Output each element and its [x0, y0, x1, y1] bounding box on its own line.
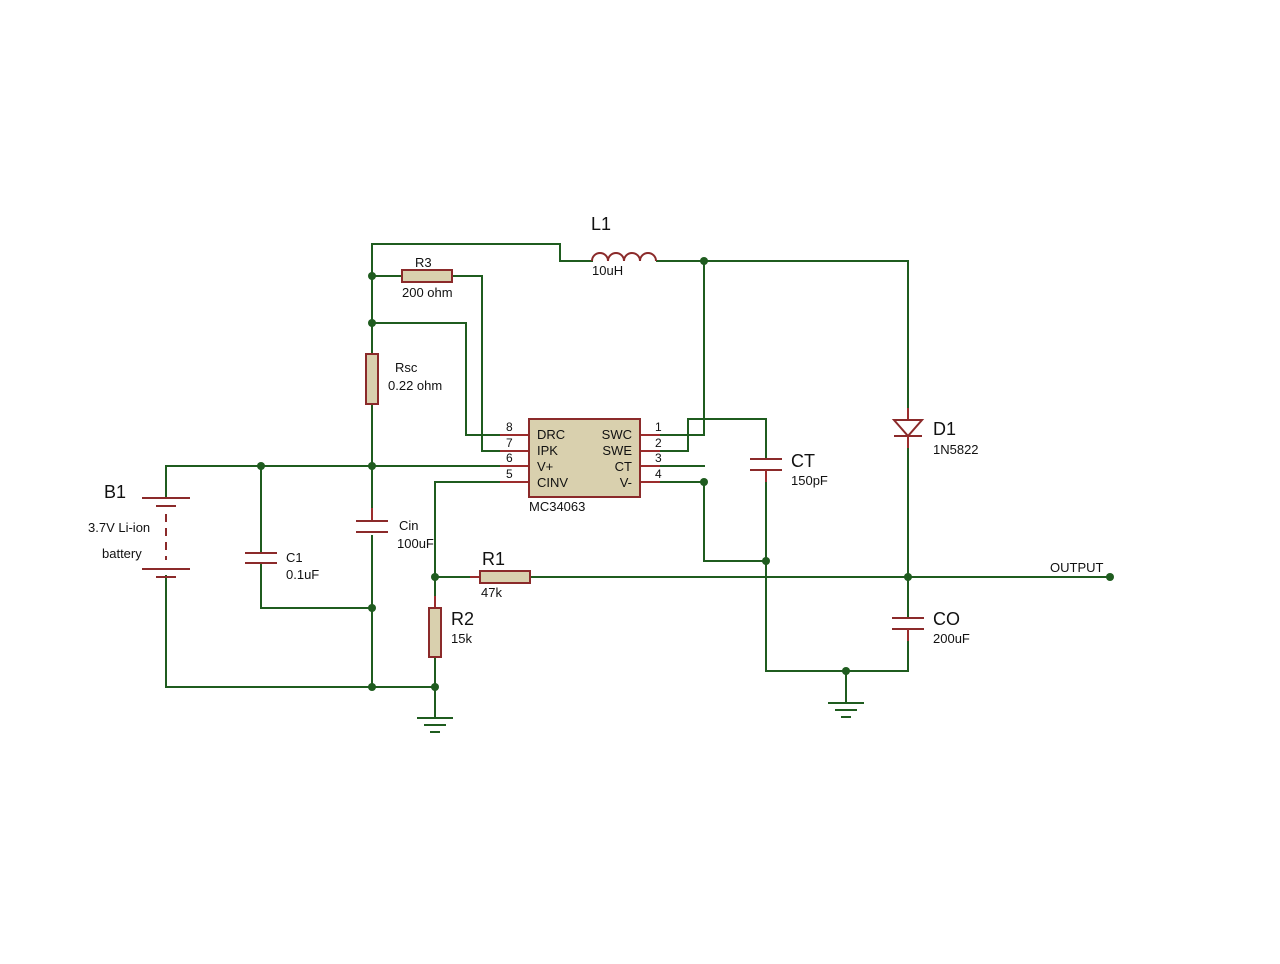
inductor-l1[interactable]: L1 10uH: [591, 214, 657, 278]
ic-pin-number: 6: [506, 451, 513, 465]
capacitor-c1[interactable]: C1 0.1uF: [245, 550, 319, 582]
c1-ref: C1: [286, 550, 303, 565]
junction-dot: [368, 272, 376, 280]
r3-ref: R3: [415, 255, 432, 270]
ic-pin-name: CINV: [537, 475, 568, 490]
cin-ref: Cin: [399, 518, 419, 533]
d1-ref: D1: [933, 419, 956, 439]
junction-dot: [431, 573, 439, 581]
r2-value: 15k: [451, 631, 472, 646]
ic-mc34063[interactable]: 8 7 6 5 DRC IPK V+ CINV 1 2 3 4 SWC SWE …: [500, 418, 662, 514]
ic-pin-number: 8: [506, 420, 513, 434]
junction-dot: [368, 604, 376, 612]
junction-dot: [368, 683, 376, 691]
ct-value: 150pF: [791, 473, 828, 488]
l1-value: 10uH: [592, 263, 623, 278]
junction-dot: [368, 319, 376, 327]
ct-ref: CT: [791, 451, 815, 471]
ic-part-label: MC34063: [529, 499, 585, 514]
ic-pin-number: 4: [655, 467, 662, 481]
ic-pin-number: 3: [655, 451, 662, 465]
co-ref: CO: [933, 609, 960, 629]
battery-b1[interactable]: B1 3.7V Li-ion battery: [88, 482, 190, 578]
junction-dot: [368, 462, 376, 470]
ic-pin-number: 7: [506, 436, 513, 450]
junction-dot: [842, 667, 850, 675]
junctions: [257, 257, 1114, 691]
r2-ref: R2: [451, 609, 474, 629]
cin-value: 100uF: [397, 536, 434, 551]
l1-ref: L1: [591, 214, 611, 234]
r3-value: 200 ohm: [402, 285, 453, 300]
resistor-r3[interactable]: R3 200 ohm: [401, 255, 453, 300]
resistor-r1[interactable]: R1 47k: [470, 549, 531, 600]
b1-value: 3.7V Li-ion: [88, 520, 150, 535]
ground-symbol-right: [828, 702, 864, 718]
r1-value: 47k: [481, 585, 502, 600]
diode-d1[interactable]: D1 1N5822: [891, 408, 979, 457]
junction-dot: [257, 462, 265, 470]
c1-value: 0.1uF: [286, 567, 319, 582]
ic-pin-name: V+: [537, 459, 553, 474]
ic-pin-name: V-: [620, 475, 632, 490]
ic-pin-name: DRC: [537, 427, 565, 442]
capacitor-co[interactable]: CO 200uF: [892, 609, 970, 646]
ic-pin-name: IPK: [537, 443, 558, 458]
output-terminal[interactable]: [1106, 573, 1114, 581]
ic-pin-name: SWE: [602, 443, 632, 458]
junction-dot: [700, 257, 708, 265]
capacitor-cin[interactable]: Cin 100uF: [356, 508, 434, 551]
ic-pin-number: 5: [506, 467, 513, 481]
ic-pin-number: 1: [655, 420, 662, 434]
rsc-value: 0.22 ohm: [388, 378, 442, 393]
ic-pin-name: CT: [615, 459, 632, 474]
ic-pin-number: 2: [655, 436, 662, 450]
ic-pin-name: SWC: [602, 427, 632, 442]
capacitor-ct[interactable]: CT 150pF: [750, 451, 828, 488]
r1-ref: R1: [482, 549, 505, 569]
d1-value: 1N5822: [933, 442, 979, 457]
junction-dot: [904, 573, 912, 581]
junction-dot: [762, 557, 770, 565]
resistor-rsc[interactable]: Rsc 0.22 ohm: [365, 353, 442, 405]
rsc-ref: Rsc: [395, 360, 418, 375]
junction-dot: [431, 683, 439, 691]
output-label: OUTPUT: [1050, 560, 1104, 575]
b1-ref: B1: [104, 482, 126, 502]
junction-dot: [700, 478, 708, 486]
b1-value-2: battery: [102, 546, 142, 561]
ground-symbol-left: [417, 717, 453, 733]
resistor-r2[interactable]: R2 15k: [428, 596, 474, 658]
co-value: 200uF: [933, 631, 970, 646]
